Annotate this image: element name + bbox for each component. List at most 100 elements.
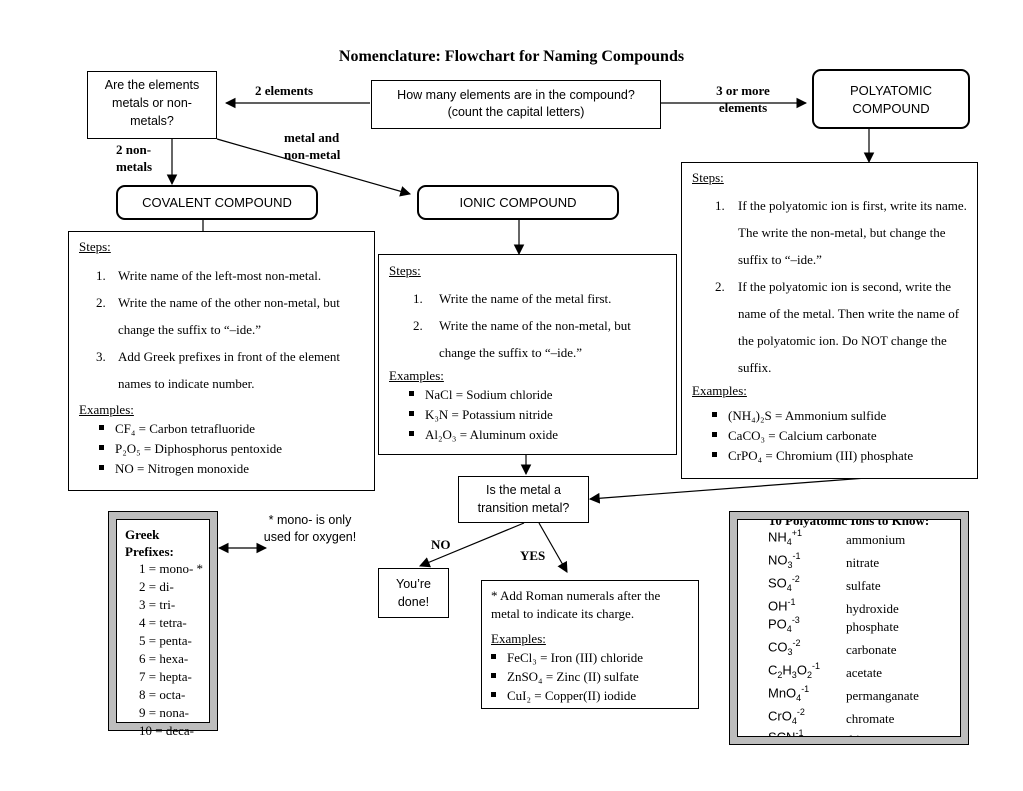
elements-question-box: How many elements are in the compound? (… [371,80,661,129]
covalent-step: 3.Add Greek prefixes in front of the ele… [96,349,341,391]
ion-name: chromate [846,711,895,726]
arrow-yes [538,522,568,573]
roman-example: ZnSO₄ = Zinc (II) sulfate [485,667,689,686]
ion-formula: NH4+1 [768,528,803,547]
youre-done-box: You’re done! [378,568,449,618]
polyatomic-ion-row: PO4-3 phosphate [768,615,960,638]
polyatomic-example: CaCO₃ = Calcium carbonate [706,426,967,446]
page-title: Nomenclature: Flowchart for Naming Compo… [338,48,685,65]
polyatomic-ion-row: SCN-1 thiocyanate [768,728,960,737]
covalent-examples-list: CF₄ = Carbon tetrafluoride P₂O₅ = Diphos… [93,419,364,479]
roman-examples-list: FeCl₃ = Iron (III) chloride ZnSO₄ = Zinc… [485,648,689,705]
covalent-step: 2.Write the name of the other non-metal,… [96,295,340,337]
polyatomic-steps-list: 1.If the polyatomic ion is first, write … [692,192,967,381]
polyatomic-compound-label: POLYATOMIC COMPOUND [849,83,933,116]
covalent-example: P₂O₅ = Diphosphorus pentoxide [93,439,364,459]
polyatomic-steps-heading: Steps: [692,170,724,185]
polyatomic-ion-row: MnO4-1 permanganate [768,684,960,707]
polyatomic-ion-row: CrO4-2 chromate [768,707,960,730]
ion-name: ammonium [846,532,906,547]
ion-name: sulfate [846,578,881,593]
polyatomic-compound-box: POLYATOMIC COMPOUND [812,69,970,129]
polyatomic-example: (NH₄)₂S = Ammonium sulfide [706,406,967,426]
transition-question-box: Is the metal a transition metal? [458,476,589,523]
polyatomic-ion-row: CO3-2 carbonate [768,638,960,661]
covalent-examples-heading: Examples: [79,402,134,417]
covalent-steps-box: Steps: 1.Write name of the left-most non… [68,231,375,491]
greek-prefixes-panel: Greek Prefixes: 1 = mono- * 2 = di- 3 = … [116,519,210,738]
greek-prefix-item: 3 = tri- [139,597,176,612]
ion-formula: OH-1 [768,597,796,614]
greek-prefixes-frame: Greek Prefixes: 1 = mono- * 2 = di- 3 = … [108,511,218,738]
arrow-no [419,522,525,568]
greek-prefixes-title: Greek Prefixes: [125,527,174,559]
ion-name: nitrate [846,555,880,570]
covalent-compound-label: COVALENT COMPOUND [142,195,292,210]
roman-note: * Add Roman numerals after the metal to … [491,588,661,621]
greek-prefix-item: 10 = deca- [139,723,194,738]
greek-prefixes-list: 1 = mono- * 2 = di- 3 = tri- 4 = tetra- … [125,560,209,740]
ionic-steps-list: 1.Write the name of the metal first. 2.W… [389,285,666,366]
greek-prefix-item: 5 = penta- [139,633,192,648]
ionic-example: NaCl = Sodium chloride [403,385,666,405]
polyatomic-ion-row: NO3-1 nitrate [768,551,960,574]
ion-formula: PO4-3 [768,615,800,634]
ion-name: hydroxide [846,601,899,616]
greek-prefix-item: 2 = di- [139,579,174,594]
covalent-example: CF₄ = Carbon tetrafluoride [93,419,364,439]
ionic-step: 2.Write the name of the non-metal, but c… [413,318,631,360]
label-yes: YES [520,548,546,563]
label-3-or-more: 3 or more elements [716,83,770,115]
greek-prefix-item: 4 = tetra- [139,615,187,630]
label-2-nonmetals: 2 non-metals [116,142,153,174]
covalent-example: NO = Nitrogen monoxide [93,459,364,479]
roman-example: CuI₂ = Copper(II) iodide [485,686,689,705]
label-2-elements: 2 elements [255,83,314,98]
polyatomic-ion-row: NH4+1 ammonium [768,528,960,551]
ion-formula: SCN-1 [768,728,804,737]
polyatomic-step: 1.If the polyatomic ion is first, write … [715,198,967,267]
ionic-examples-heading: Examples: [389,368,444,383]
ion-name: phosphate [846,619,899,634]
greek-prefix-item: 6 = hexa- [139,651,189,666]
polyatomic-step: 2.If the polyatomic ion is second, write… [715,279,960,375]
polyatomic-example: CrPO₄ = Chromium (III) phosphate [706,446,967,466]
ionic-example: K₃N = Potassium nitride [403,405,666,425]
polyatomic-examples-list: (NH₄)₂S = Ammonium sulfide CaCO₃ = Calci… [706,406,967,466]
ion-formula: CrO4-2 [768,707,805,726]
ion-formula: SO4-2 [768,574,800,593]
polyatomic-steps-box: Steps: 1.If the polyatomic ion is first,… [681,162,978,479]
transition-question: Is the metal a transition metal? [477,483,570,515]
polyatomic-ion-row: SO4-2 sulfate [768,574,960,597]
arrow-polyatomic-to-transition [588,477,867,504]
covalent-steps-list: 1.Write name of the left-most non-metal.… [79,262,364,397]
covalent-compound-box: COVALENT COMPOUND [116,185,318,220]
roman-example: FeCl₃ = Iron (III) chloride [485,648,689,667]
label-no: NO [431,537,451,552]
roman-examples-heading: Examples: [491,631,546,646]
label-metal-nonmetal: metal and non-metal [284,130,341,162]
greek-prefix-item: 7 = hepta- [139,669,192,684]
covalent-steps-heading: Steps: [79,239,111,254]
polyatomic-ion-row: C2H3O2-1 acetate [768,661,960,684]
ion-name: acetate [846,665,883,680]
ion-formula: C2H3O2-1 [768,661,820,680]
ionic-compound-box: IONIC COMPOUND [417,185,619,220]
ionic-step: 1.Write the name of the metal first. [413,291,612,306]
ionic-example: Al₂O₃ = Aluminum oxide [403,425,666,445]
ion-name: thiocyanate [846,732,906,736]
ion-formula: CO3-2 [768,638,801,657]
greek-prefix-item: 1 = mono- * [139,561,204,576]
greek-prefix-item: 8 = octa- [139,687,186,702]
mono-note: * mono- is only used for oxygen! [263,513,357,544]
ionic-compound-label: IONIC COMPOUND [459,195,577,210]
ion-name: carbonate [846,642,897,657]
polyatomic-examples-heading: Examples: [692,383,747,398]
metals-question: Are the elements metals or non-metals? [104,78,200,128]
arrow-to-ionic [216,138,412,197]
roman-numerals-box: * Add Roman numerals after the metal to … [481,580,699,709]
ion-formula: MnO4-1 [768,684,810,703]
polyatomic-ions-panel: 10 Polyatomic Ions to Know: NH4+1 ammoni… [737,519,961,737]
greek-prefix-item: 9 = nona- [139,705,189,720]
